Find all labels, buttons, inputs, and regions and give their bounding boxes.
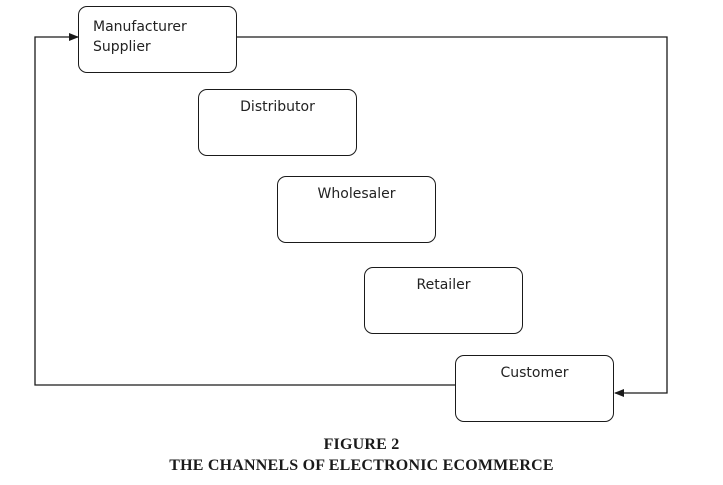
node-label-line: Manufacturer xyxy=(93,19,187,35)
node-wholesaler: Wholesaler xyxy=(277,176,436,243)
edge-customer-to-manufacturer xyxy=(34,33,455,386)
node-label-line: Supplier xyxy=(93,39,151,55)
node-label: Customer xyxy=(500,365,569,381)
node-label: Retailer xyxy=(416,277,471,293)
edge-manufacturer-to-customer xyxy=(237,36,668,397)
node-distributor: Distributor xyxy=(198,89,357,156)
node-manufacturer-supplier: Manufacturer Supplier xyxy=(78,6,237,73)
node-retailer: Retailer xyxy=(364,267,523,334)
figure-label: FIGURE 2 xyxy=(323,436,400,453)
node-label: Wholesaler xyxy=(317,186,396,202)
figure-title: THE CHANNELS OF ELECTRONIC ECOMMERCE xyxy=(169,457,554,474)
node-customer: Customer xyxy=(455,355,614,422)
node-label: Distributor xyxy=(240,99,315,115)
